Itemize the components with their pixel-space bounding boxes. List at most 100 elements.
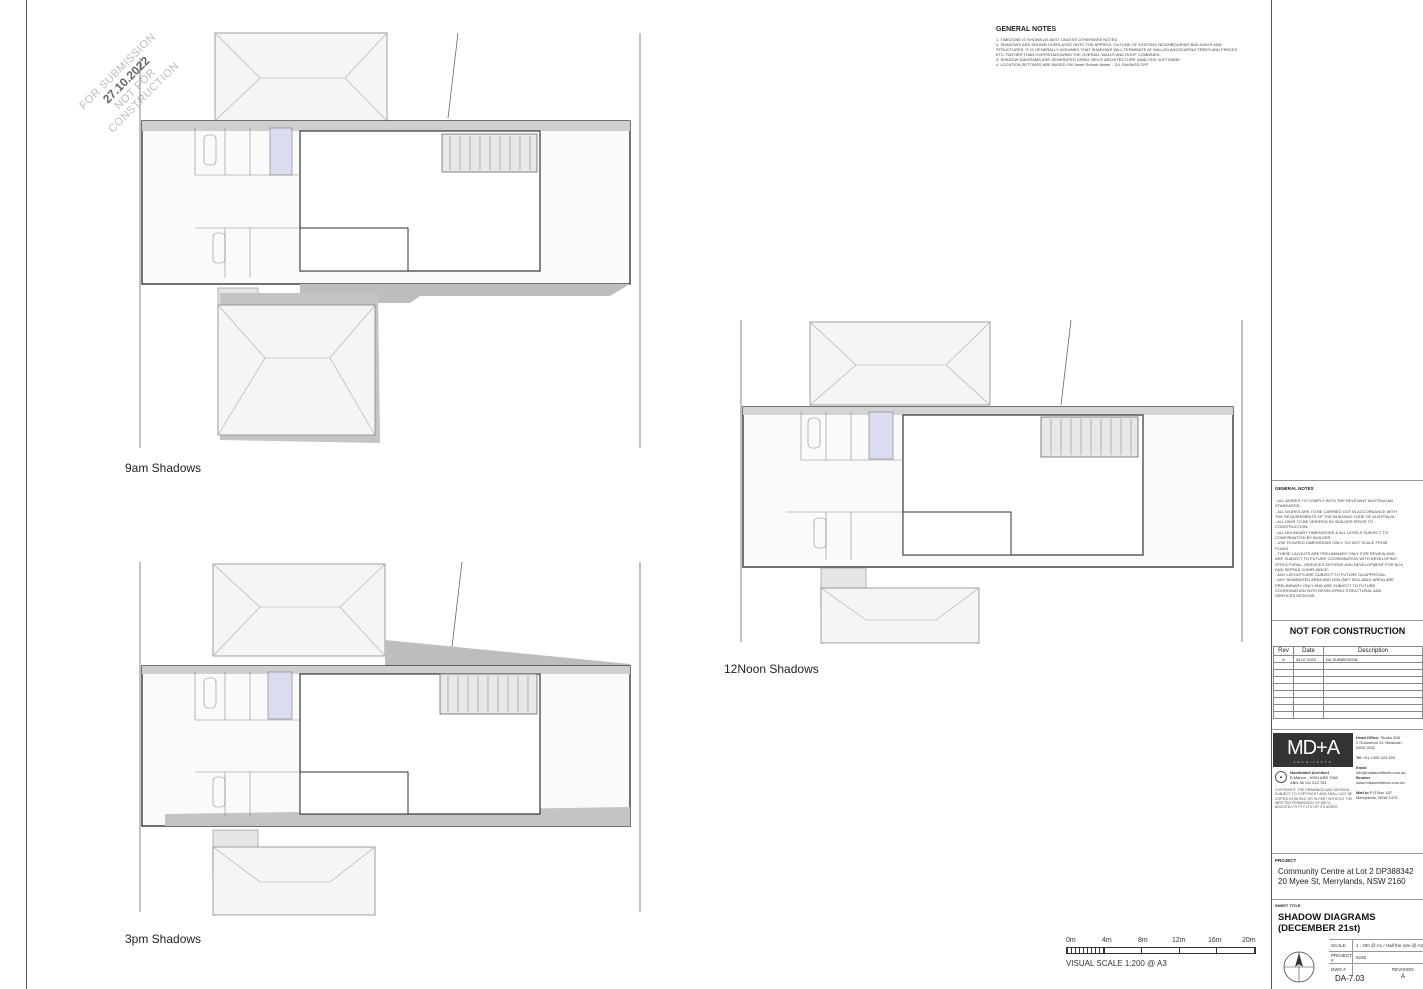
project-line-1: Community Centre at Lot 2 DP388342 [1278, 867, 1414, 876]
copyright-notice: COPYRIGHT. THE DRAWINGS AND DESIGNS SUBJ… [1275, 788, 1353, 810]
note-line: AND SEPPAS COMPLIANCE. [1275, 566, 1329, 572]
head-office-label: Head Office: [1356, 735, 1380, 740]
table-row [1273, 711, 1423, 719]
table-row [1273, 690, 1423, 698]
visual-scale-bar: 0m 4m 8m 12m 16m 20m VISUAL SCALE 1:200 … [1066, 937, 1256, 968]
mail-value: P.O Box 157 [1369, 790, 1392, 795]
architect-seal-icon: ▲ [1275, 771, 1287, 783]
notes-title: GENERAL NOTES [1275, 486, 1314, 491]
table-row [1273, 704, 1423, 712]
note-line: 1. TIMEZONE IS SHOWN AS AEST UNLESS OTHE… [996, 37, 1118, 42]
note-line: CONSTRUCTION. [1275, 524, 1309, 530]
note-line: STRUCTURAL, SERVICES DESIGNS AND DEVELOP… [1275, 561, 1403, 567]
scale-tick: 12m [1172, 937, 1186, 944]
date-cell: 04.07.2022 [1293, 655, 1324, 663]
scale-tick: 20m [1242, 937, 1256, 944]
scale-tick: 8m [1138, 937, 1148, 944]
company-logo: MD+A ARCHITECTS [1273, 733, 1353, 767]
note-line: - ALL WORKS ARE TO BE CARRIED OUT IN ACC… [1275, 508, 1397, 514]
note-line: 2. SHADOWS ARE SHOWN OVERLAYED ONTO THE … [996, 42, 1222, 47]
project-no-value: 5245 [1356, 955, 1367, 960]
logo-mark: MD+A [1286, 736, 1340, 759]
tel-label: Tel [1356, 755, 1362, 760]
not-for-construction-label: NOT FOR CONSTRUCTION [1289, 626, 1406, 636]
scale-field-label: SCALE [1329, 940, 1353, 951]
general-notes-title: GENERAL NOTES [996, 26, 1057, 33]
architect-label: Nominated Architect [1290, 770, 1329, 775]
table-row [1273, 662, 1423, 670]
revision-value: A [1401, 974, 1406, 980]
caption-9am: 9am Shadows [125, 461, 202, 475]
scale-field-value: 1 : 200 @ A1 / Half the size @ A3 [1356, 943, 1423, 948]
table-row [1273, 697, 1423, 705]
note-line: - ANY NOMINATED AREA AND NSA (NET SELLAB… [1275, 577, 1394, 583]
mail-city: Merrylands, NSW 1470 [1356, 795, 1398, 800]
divider [1272, 620, 1423, 621]
dwg-label: DWG # [1329, 964, 1353, 975]
table-row [1273, 676, 1423, 684]
table-row [1273, 683, 1423, 691]
email-value: info@mdaarchitects.com.au [1356, 770, 1406, 775]
shadow-plan-3pm [100, 562, 645, 917]
scale-tick: 0m [1066, 937, 1076, 944]
caption-3pm: 3pm Shadows [125, 932, 202, 946]
office-address-1: 2 Grosvenor St, Newtown [1356, 740, 1402, 745]
scale-ticks: 0m 4m 8m 12m 16m 20m [1066, 937, 1256, 946]
note-line: PLANS. [1275, 545, 1290, 551]
note-line: - THESE LAYOUTS ARE PRELIMINARY ONLY FOR… [1275, 550, 1395, 556]
rev-header: Rev [1273, 646, 1294, 656]
project-label: PROJECT [1275, 858, 1297, 863]
note-line: CONFIRMATION BY BUILDER. [1275, 535, 1332, 541]
sheet-title-label: SHEET TITLE [1275, 903, 1301, 908]
description-cell: DA SUBMISSION [1323, 655, 1423, 663]
shadow-plan-9am [100, 28, 645, 453]
scale-tick: 4m [1102, 937, 1112, 944]
revision-label: REVISION [1392, 967, 1414, 972]
title-block: GENERAL NOTES - ALL WORKS TO COMPLY WITH… [1272, 0, 1423, 989]
table-row [1273, 669, 1423, 677]
sheet-border-left [26, 0, 27, 989]
office-address-2: NSW 2042 [1356, 745, 1376, 750]
note-line: STRUCTURES. IT IS GENERALLY ASSUMED THAT… [996, 47, 1238, 52]
revision-header-row: Rev Date Description [1273, 646, 1423, 656]
mail-label: Mail to [1356, 790, 1369, 795]
note-line: COORDINATION WITH DEVELOPING STRUCTURAL … [1275, 588, 1382, 594]
sheet-border-right [1271, 0, 1272, 989]
sheet-title: SHADOW DIAGRAMS (DECEMBER 21st) [1278, 912, 1423, 934]
rev-cell: A [1273, 655, 1294, 663]
office-details: Head Office: Studio 308 2 Grosvenor St, … [1356, 735, 1422, 800]
table-row: A 04.07.2022 DA SUBMISSION [1273, 655, 1423, 663]
nominated-architect: ▲ Nominated Architect B.Mahon - NSW ARB … [1275, 770, 1353, 785]
browse-label: Browse [1356, 775, 1371, 780]
title-block-notes: GENERAL NOTES - ALL WORKS TO COMPLY WITH… [1275, 486, 1421, 599]
scale-bar-graphic [1066, 947, 1256, 954]
note-line: - USE FIGURED DIMENSIONS ONLY. DO NOT SC… [1275, 540, 1388, 546]
note-line: - ALL DIMS TO BE VERIFIED BY BUILDER PRI… [1275, 519, 1373, 525]
divider [1272, 853, 1423, 854]
description-header: Description [1323, 646, 1423, 656]
revision-table: Rev Date Description A 04.07.2022 DA SUB… [1273, 646, 1423, 719]
sheet-title-line-2: (DECEMBER 21st) [1278, 923, 1361, 934]
project-no-label: PROJECT # [1331, 952, 1353, 963]
scale-label: VISUAL SCALE 1:200 @ A3 [1066, 959, 1167, 968]
architect-name: B.Mahon - NSW ARB 7962 [1290, 775, 1339, 780]
note-line: THE REQUIREMENTS OF THE BUILDING CODE OF… [1275, 513, 1395, 519]
note-line: ETC. RATHER THAN OVERSHADOWING THE OVERA… [996, 52, 1161, 57]
note-line: - ALL WORKS TO COMPLY WITH THE RELEVANT … [1275, 498, 1393, 503]
divider [1272, 480, 1423, 481]
plan-drawing-9am [139, 32, 641, 448]
plan-drawing-3pm [139, 562, 641, 916]
shadow-plan-noon [706, 320, 1251, 645]
divider [1272, 729, 1423, 730]
note-line: - ALL BOUNDARY DIMENSIONS & ALL LEVELS S… [1275, 529, 1388, 535]
architect-abn: ABN 38 111 013 781 [1290, 780, 1327, 785]
sheet-title-line-1: SHADOW DIAGRAMS [1278, 912, 1376, 923]
logo-subtitle: ARCHITECTS [1293, 759, 1333, 764]
note-line: - ANY LAYOUTS ARE SUBJECT TO FUTURE DA A… [1275, 572, 1387, 578]
caption-noon: 12Noon Shadows [724, 662, 819, 676]
general-notes-top: GENERAL NOTES 1. TIMEZONE IS SHOWN AS AE… [996, 26, 1256, 67]
plan-drawing-noon [740, 320, 1243, 644]
tel-value: +61 1300 424 329 [1362, 755, 1395, 760]
north-arrow-icon [1283, 951, 1315, 983]
